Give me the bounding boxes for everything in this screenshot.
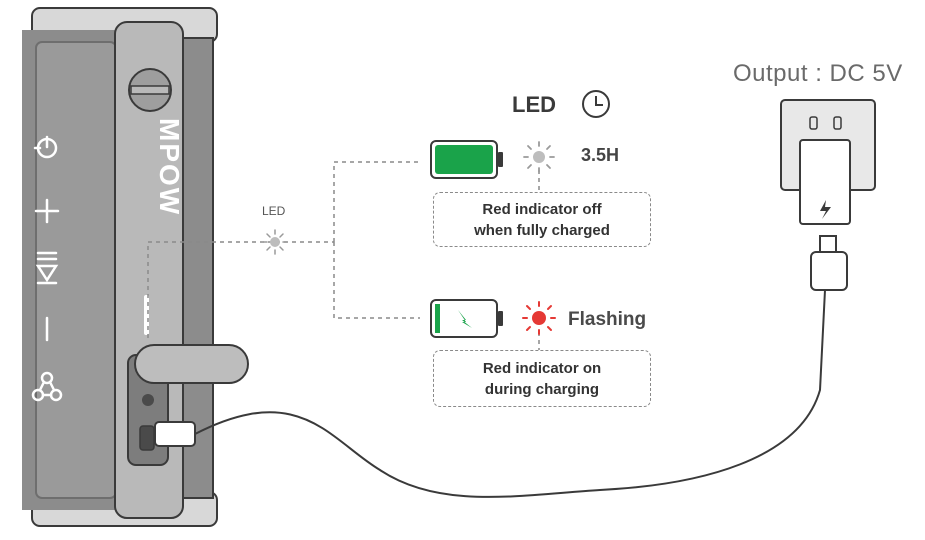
adapter-body <box>799 139 851 225</box>
plus-icon[interactable] <box>34 198 60 224</box>
battery-charging-icon <box>430 299 503 338</box>
battery-full-icon <box>430 140 503 179</box>
output-label: Output : DC 5V <box>733 60 903 87</box>
flashing-label: Flashing <box>568 309 647 330</box>
charging-cable <box>194 289 826 498</box>
callout-off-line1: Red indicator off <box>482 200 602 218</box>
callout-on-line1: Red indicator on <box>482 359 602 377</box>
callout-indicator-off: Red indicator off when fully charged <box>433 192 651 247</box>
led-title: LED <box>512 92 556 117</box>
led-red-icon <box>522 301 556 335</box>
charge-time: 3.5H <box>581 145 620 165</box>
usb-rubber-flap <box>134 344 249 384</box>
usb-port <box>139 425 155 451</box>
led-small-icon <box>262 229 288 255</box>
callout-on-line2: during charging <box>484 380 600 398</box>
speaker-brand: MPOW <box>154 118 185 216</box>
clock-icon <box>582 90 610 118</box>
callout-indicator-on: Red indicator on during charging <box>433 350 651 407</box>
adapter-bolt-icon <box>820 200 831 219</box>
bluetooth-icon[interactable] <box>31 371 63 402</box>
led-label: LED <box>262 204 286 218</box>
power-icon[interactable] <box>33 135 58 159</box>
micro-usb-plug <box>154 421 196 447</box>
led-off-icon <box>523 141 555 173</box>
callout-off-line2: when fully charged <box>474 221 610 239</box>
speaker: MPOW <box>22 7 249 527</box>
wall-adapter <box>780 99 876 291</box>
usb-a-plug <box>810 251 848 291</box>
play-pause-icon[interactable] <box>35 251 59 285</box>
